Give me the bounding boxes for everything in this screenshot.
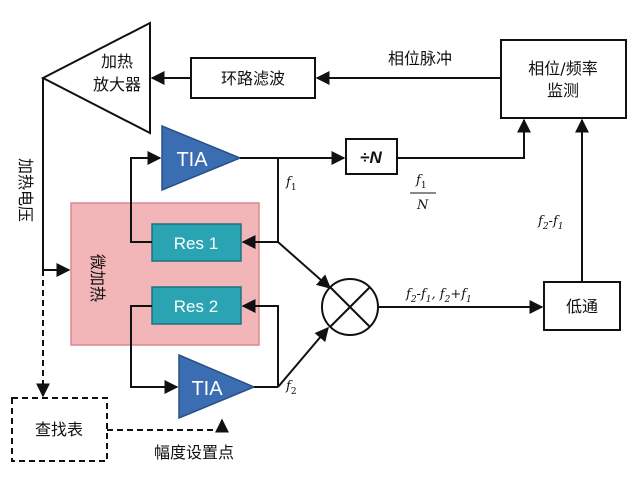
phase-pulse-label: 相位脉冲: [388, 49, 452, 68]
svg-text:N: N: [416, 198, 429, 213]
lookup-table-block: [11, 397, 108, 462]
f2-label: f2: [285, 379, 297, 397]
res2-label: Res 2: [174, 297, 218, 316]
divider-label: ÷N: [360, 148, 382, 167]
loop-filter-block: [190, 57, 316, 99]
tia-top-label: TIA: [176, 149, 208, 171]
amplitude-setpoint-label: 幅度设置点: [154, 443, 234, 462]
lowpass-label: 低通: [566, 297, 598, 316]
tia-top-block: [161, 124, 242, 192]
f1-label: f1: [285, 175, 297, 193]
tia-bottom-label: TIA: [191, 378, 223, 400]
heater-amplifier-label-line2: 放大器: [93, 75, 141, 94]
mixer-output-label: f2-f1, f2+f1: [405, 287, 472, 305]
phase-monitor-block: [500, 39, 627, 119]
f1-over-n-label: f1 N: [410, 173, 436, 213]
micro-heater-label: 微加热: [88, 254, 107, 302]
lookup-table-label: 查找表: [35, 420, 83, 439]
f2-minus-f1-right-label: f2-f1: [537, 214, 564, 232]
tia-bottom-block: [178, 353, 256, 420]
heater-amplifier-block: [40, 21, 151, 135]
svg-text:f1: f1: [415, 173, 427, 191]
phase-monitor-label-line1: 相位/频率: [528, 59, 597, 78]
res1-label: Res 1: [174, 234, 218, 253]
heater-amplifier-label-line1: 加热: [101, 52, 133, 71]
divider-block: [345, 138, 398, 175]
dashed-wires: [36, 270, 229, 433]
heater-voltage-label: 加热电压: [16, 158, 35, 222]
loop-filter-label: 环路滤波: [221, 69, 285, 88]
signal-wires: [42, 71, 589, 394]
phase-monitor-label-line2: 监测: [547, 81, 579, 100]
